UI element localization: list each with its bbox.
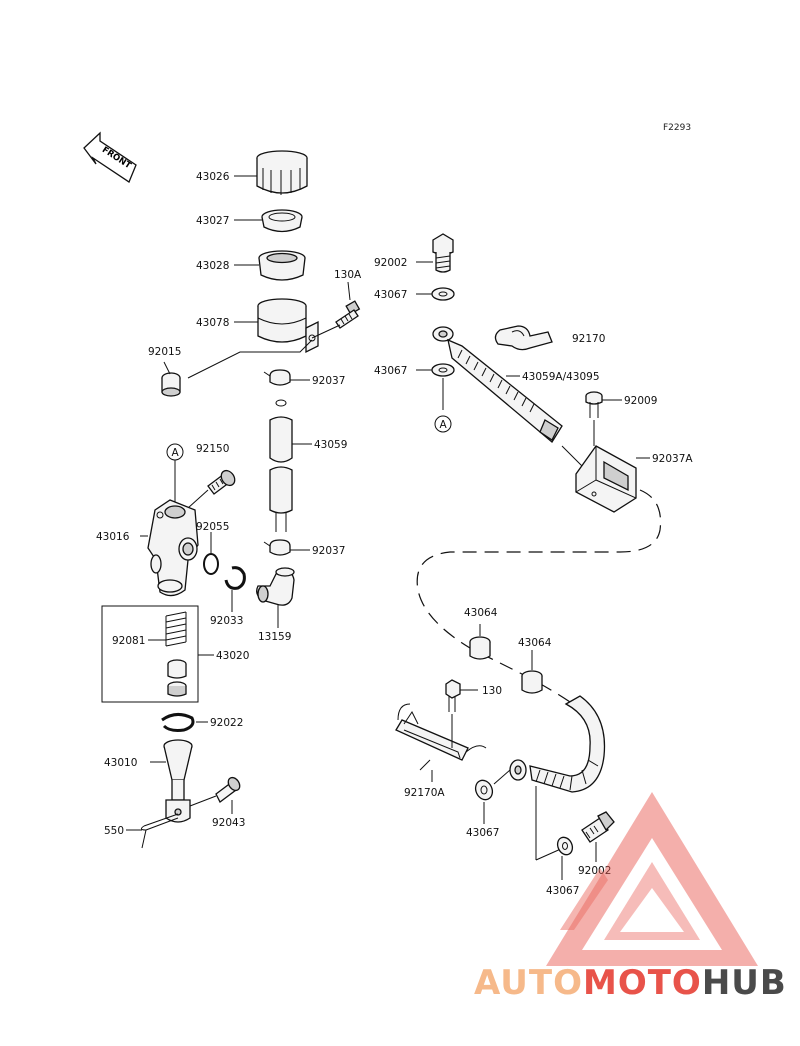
circlip-92022 [161,713,195,732]
screw-130A [335,300,361,329]
master-cylinder-body-43016 [147,499,199,597]
washer-43067-middle [431,363,455,377]
pin-92043 [215,776,241,803]
washer-43067-lower-left [474,779,494,801]
watermark-logo [546,792,758,966]
reservoir-tank-43078 [257,298,319,354]
ref-marker-a-left: A [166,443,184,461]
push-rod-43010 [163,739,193,823]
banjo-bolt-92002-upper [432,233,454,273]
label-43059: 43059 [314,439,347,451]
washer-43067-upper [431,287,455,301]
diagram-code: F2293 [663,123,691,133]
hose-43059 [269,399,293,532]
reservoir-cap-43026 [256,150,308,195]
banjo-bolt-92002-lower [581,811,615,843]
o-ring-92055 [203,553,219,575]
label-43067-middle: 43067 [374,365,407,377]
hose-route-line [416,489,662,703]
label-43028: 43028 [196,260,229,272]
hose-clamp-92170A [395,703,487,761]
piston-cup [167,659,187,697]
spring-92081 [165,611,187,647]
watermark-part-auto: AUTO [474,963,583,1003]
label-43064-left: 43064 [464,607,498,619]
diaphragm-43028 [258,250,306,281]
label-130: 130 [482,685,502,697]
ref-marker-a-left-label: A [172,447,180,459]
label-13159: 13159 [258,631,291,643]
label-43016: 43016 [96,531,130,543]
label-43078: 43078 [196,317,229,329]
label-92170: 92170 [572,333,605,345]
grommet-43064-right [521,670,543,694]
label-92033: 92033 [210,615,243,627]
label-92002-lower: 92002 [578,865,611,877]
label-130A: 130A [334,269,362,281]
label-550: 550 [104,825,124,837]
leader-lines [126,175,650,831]
label-92002-upper: 92002 [374,257,407,269]
bolt-130 [445,679,461,712]
elbow-fitting-13159 [256,567,295,606]
watermark-part-hub: HUB [702,963,787,1003]
circlip-92033 [224,566,246,590]
label-92081: 92081 [112,635,145,647]
label-92043: 92043 [212,817,245,829]
label-43020: 43020 [216,650,249,662]
front-arrow-icon: FRONT [83,131,137,183]
bolt-92009 [585,391,603,418]
clamp-92037-upper [263,369,291,386]
label-43067-lower-right: 43067 [546,885,579,897]
label-43026: 43026 [196,171,230,183]
grommet-43064-left [469,636,491,660]
diaphragm-plate-43027 [261,209,303,233]
label-43067-lower-left: 43067 [466,827,499,839]
watermark-text: AUTOMOTOHUB [474,963,787,1003]
hose-clamp-92170 [494,325,553,351]
clamp-92037-lower [263,539,291,556]
label-92022: 92022 [210,717,243,729]
grommet-92015 [161,372,181,397]
label-92009: 92009 [624,395,657,407]
brake-hose-43059A [432,326,563,443]
piston-kit-box-43020 [101,605,199,703]
label-92170A: 92170A [404,787,445,799]
label-43059A-43095: 43059A/43095 [522,371,600,383]
label-92037-lower: 92037 [312,545,345,557]
label-43064-right: 43064 [518,637,552,649]
ref-marker-a-right: A [434,415,452,433]
bracket-92037A [575,445,637,513]
cotter-pin-550 [140,813,179,849]
watermark-part-moto: MOTO [583,963,702,1003]
lower-brake-hose [509,695,606,793]
washer-43067-lower-right [556,836,574,856]
label-43010: 43010 [104,757,137,769]
label-92015: 92015 [148,346,181,358]
label-92150: 92150 [196,443,229,455]
ref-marker-a-right-label: A [440,419,448,431]
label-92055: 92055 [196,521,229,533]
bolt-92150 [207,469,236,495]
label-43067-upper: 43067 [374,289,407,301]
label-43027: 43027 [196,215,229,227]
label-92037A: 92037A [652,453,693,465]
label-92037-upper: 92037 [312,375,345,387]
